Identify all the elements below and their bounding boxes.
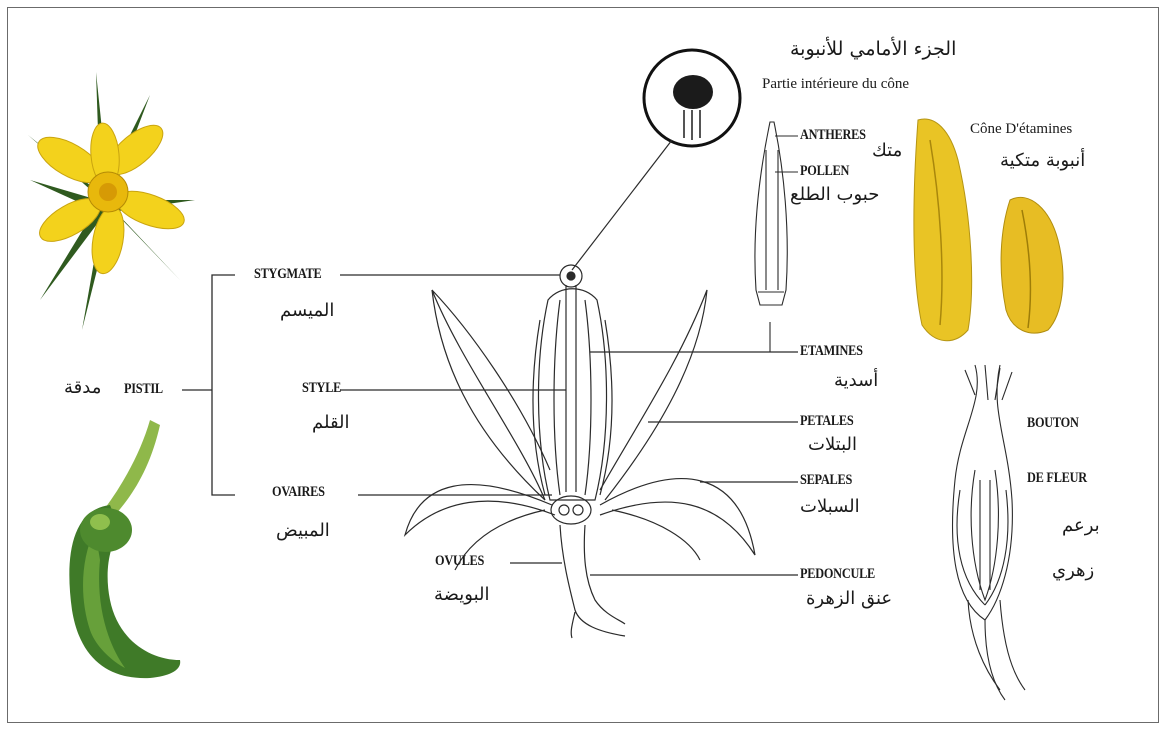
yellow-flower-photo: [28, 72, 195, 330]
label-ovaires-ar: المبيض: [276, 520, 330, 541]
label-ovules-ar: البويضة: [434, 584, 490, 605]
label-petales-fr: PETALES: [800, 413, 853, 430]
label-bouton-fr-line2: DE FLEUR: [1027, 470, 1087, 487]
label-cone-fr: Cône D'étamines: [970, 121, 1072, 138]
label-style-fr: STYLE: [302, 380, 341, 397]
label-ovules-fr: OVULES: [435, 553, 484, 570]
label-petales-ar: البتلات: [808, 434, 857, 455]
header-title-arabic: الجزء الأمامي للأنبوبة: [790, 38, 956, 60]
label-sepales-fr: SEPALES: [800, 472, 852, 489]
label-ovaires-fr: OVAIRES: [272, 484, 325, 501]
label-bouton-ar-line1: برعم: [1062, 515, 1100, 536]
label-pollen-ar: حبوب الطلع: [790, 184, 879, 205]
stamen-tube-drawing: [755, 122, 798, 352]
label-antheres-ar: متك: [872, 140, 902, 161]
label-pistil-fr: PISTIL: [124, 381, 163, 398]
label-stigmate-ar: الميسم: [280, 300, 334, 321]
stigma-closeup: [572, 50, 740, 270]
label-style-ar: القلم: [312, 412, 350, 433]
label-etamines-fr: ETAMINES: [800, 343, 863, 360]
label-bouton-ar-line2: زهري: [1052, 560, 1094, 581]
label-pedoncule-ar: عنق الزهرة: [806, 588, 892, 609]
label-pistil-ar: مدقة: [64, 377, 101, 398]
header-title-french: Partie intérieure du cône: [762, 76, 909, 93]
label-etamines-ar: أسدية: [834, 370, 878, 391]
green-pistil-photo: [69, 420, 180, 678]
pistil-bracket: [182, 275, 235, 495]
label-antheres-fr: ANTHERES: [800, 127, 866, 144]
leader-lines: [340, 275, 798, 575]
label-pollen-fr: POLLEN: [800, 163, 849, 180]
label-bouton-fr-line1: BOUTON: [1027, 415, 1079, 432]
flower-bud-drawing: [953, 365, 1025, 700]
label-cone-ar: أنبوبة متكية: [1000, 150, 1085, 171]
flower-line-drawing: [405, 265, 755, 638]
label-pedoncule-fr: PEDONCULE: [800, 566, 875, 583]
label-stigmate-fr: STYGMATE: [254, 266, 322, 283]
label-sepales-ar: السبلات: [800, 496, 860, 517]
